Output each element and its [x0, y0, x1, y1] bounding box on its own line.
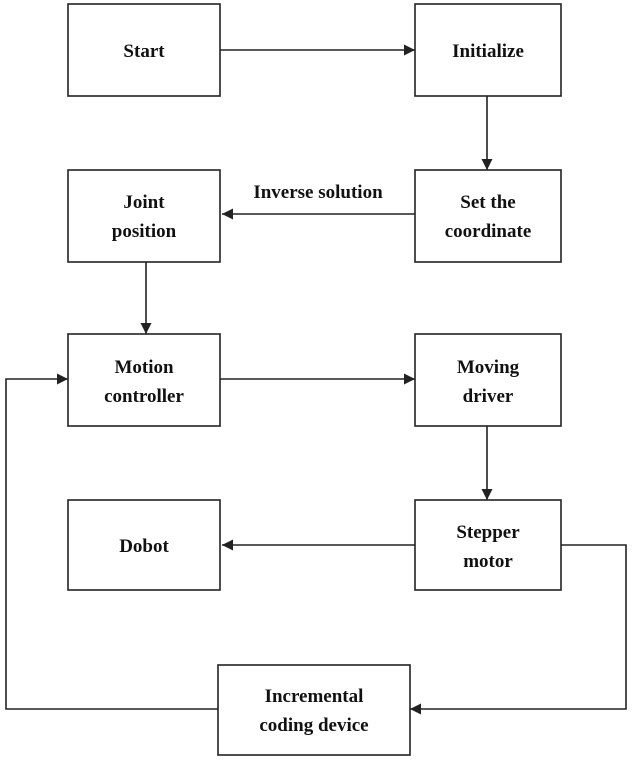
node-joint-position-line-1: Joint: [123, 192, 165, 213]
node-start: Start: [67, 3, 221, 97]
node-start-label: Start: [123, 41, 165, 62]
edge-label-inverse-solution: Inverse solution: [253, 182, 383, 203]
node-incremental-coding-device-line-2: coding device: [259, 715, 368, 736]
node-moving-driver-line-1: Moving: [457, 357, 520, 378]
node-stepper-motor-line-1: Stepper: [456, 522, 520, 543]
node-set-coordinate-line-1: Set the: [460, 192, 515, 213]
node-set-coordinate-line-2: coordinate: [445, 221, 532, 242]
node-motion-controller-line-2: controller: [104, 386, 184, 407]
edge-incremental-coding-device-to-motion-controller: [5, 373, 218, 710]
node-stepper-motor: Stepper motor: [414, 499, 562, 591]
node-initialize: Initialize: [414, 3, 562, 97]
node-dobot: Dobot: [67, 499, 221, 591]
node-set-coordinate: Set the coordinate: [414, 169, 562, 263]
node-moving-driver: Moving driver: [414, 333, 562, 427]
edge-stepper-motor-to-incremental-coding-device: [410, 544, 627, 715]
node-initialize-label: Initialize: [452, 41, 524, 62]
edges: [5, 44, 627, 715]
node-joint-position-line-2: position: [112, 221, 177, 242]
node-motion-controller-line-1: Motion: [114, 357, 174, 378]
node-dobot-label: Dobot: [119, 536, 169, 557]
node-motion-controller: Motion controller: [67, 333, 221, 427]
node-moving-driver-line-2: driver: [463, 386, 514, 407]
node-stepper-motor-line-2: motor: [463, 551, 513, 572]
node-incremental-coding-device: Incremental coding device: [217, 664, 411, 756]
node-joint-position: Joint position: [67, 169, 221, 263]
node-incremental-coding-device-line-1: Incremental: [265, 686, 364, 707]
